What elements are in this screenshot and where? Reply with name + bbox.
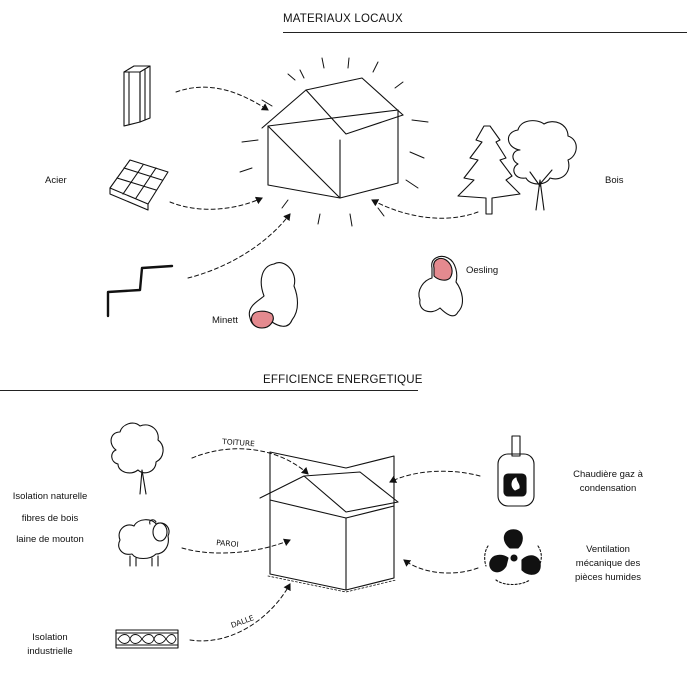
boiler-label-1: Chaudière gaz à: [573, 469, 643, 480]
boiler-label-2: condensation: [579, 483, 637, 494]
arrow-roof-label: TOITURE: [221, 437, 256, 448]
arrow-steel-mesh: [169, 196, 263, 210]
steel-beam-icon: [123, 65, 151, 127]
minett-stone-icon: [248, 262, 299, 329]
steel-mesh-icon: [109, 159, 169, 211]
ventilation-fan-icon: [484, 529, 542, 586]
materials-title: MATERIAUX LOCAUX: [283, 13, 403, 25]
arrow-ventilation: [403, 559, 479, 574]
natural-tree-icon: [110, 422, 164, 495]
radiating-lines-icon: [239, 57, 429, 227]
energy-title: EFFICIENCE ENERGETIQUE: [263, 374, 423, 386]
materials-arrows: [169, 86, 479, 279]
wood-fibres-label: fibres de bois: [21, 513, 79, 524]
wood-trees-icon: [457, 120, 577, 215]
house-energy-icon: [259, 451, 399, 593]
ventilation-label-1: Ventilation: [586, 544, 630, 555]
arrow-boiler: [389, 470, 481, 483]
energy-arrows: [181, 448, 481, 642]
industrial-insulation-label-2: industrielle: [27, 646, 73, 657]
wood-label: Bois: [605, 175, 624, 186]
arrow-steel-profile: [187, 213, 291, 279]
oesling-label: Oesling: [466, 265, 499, 276]
house-materials-icon: [261, 77, 404, 199]
arrow-wall-label: PAROI: [216, 538, 239, 549]
industrial-insulation-icon: [115, 629, 179, 649]
steel-profile-icon: [106, 264, 174, 318]
steel-label: Acier: [45, 175, 67, 186]
industrial-insulation-label-1: Isolation: [32, 632, 68, 643]
oesling-stone-icon: [418, 255, 464, 317]
arrow-wall: [181, 538, 291, 554]
sheep-icon: [118, 519, 170, 567]
sheep-wool-label: laine de mouton: [16, 534, 84, 545]
ventilation-label-2: mécanique des: [575, 558, 641, 569]
gas-boiler-icon: [497, 435, 535, 507]
minett-label: Minett: [212, 315, 238, 326]
energy-divider: [0, 390, 418, 391]
arrow-slab: [189, 583, 291, 642]
arrow-roof: [191, 448, 309, 475]
arrow-steel-beam: [175, 86, 269, 111]
arrow-wood: [371, 199, 479, 219]
arrow-slab-label: DALLE: [230, 613, 256, 630]
materials-divider: [283, 32, 687, 33]
ventilation-label-3: pièces humides: [574, 572, 641, 583]
natural-insulation-label: Isolation naturelle: [12, 491, 88, 502]
